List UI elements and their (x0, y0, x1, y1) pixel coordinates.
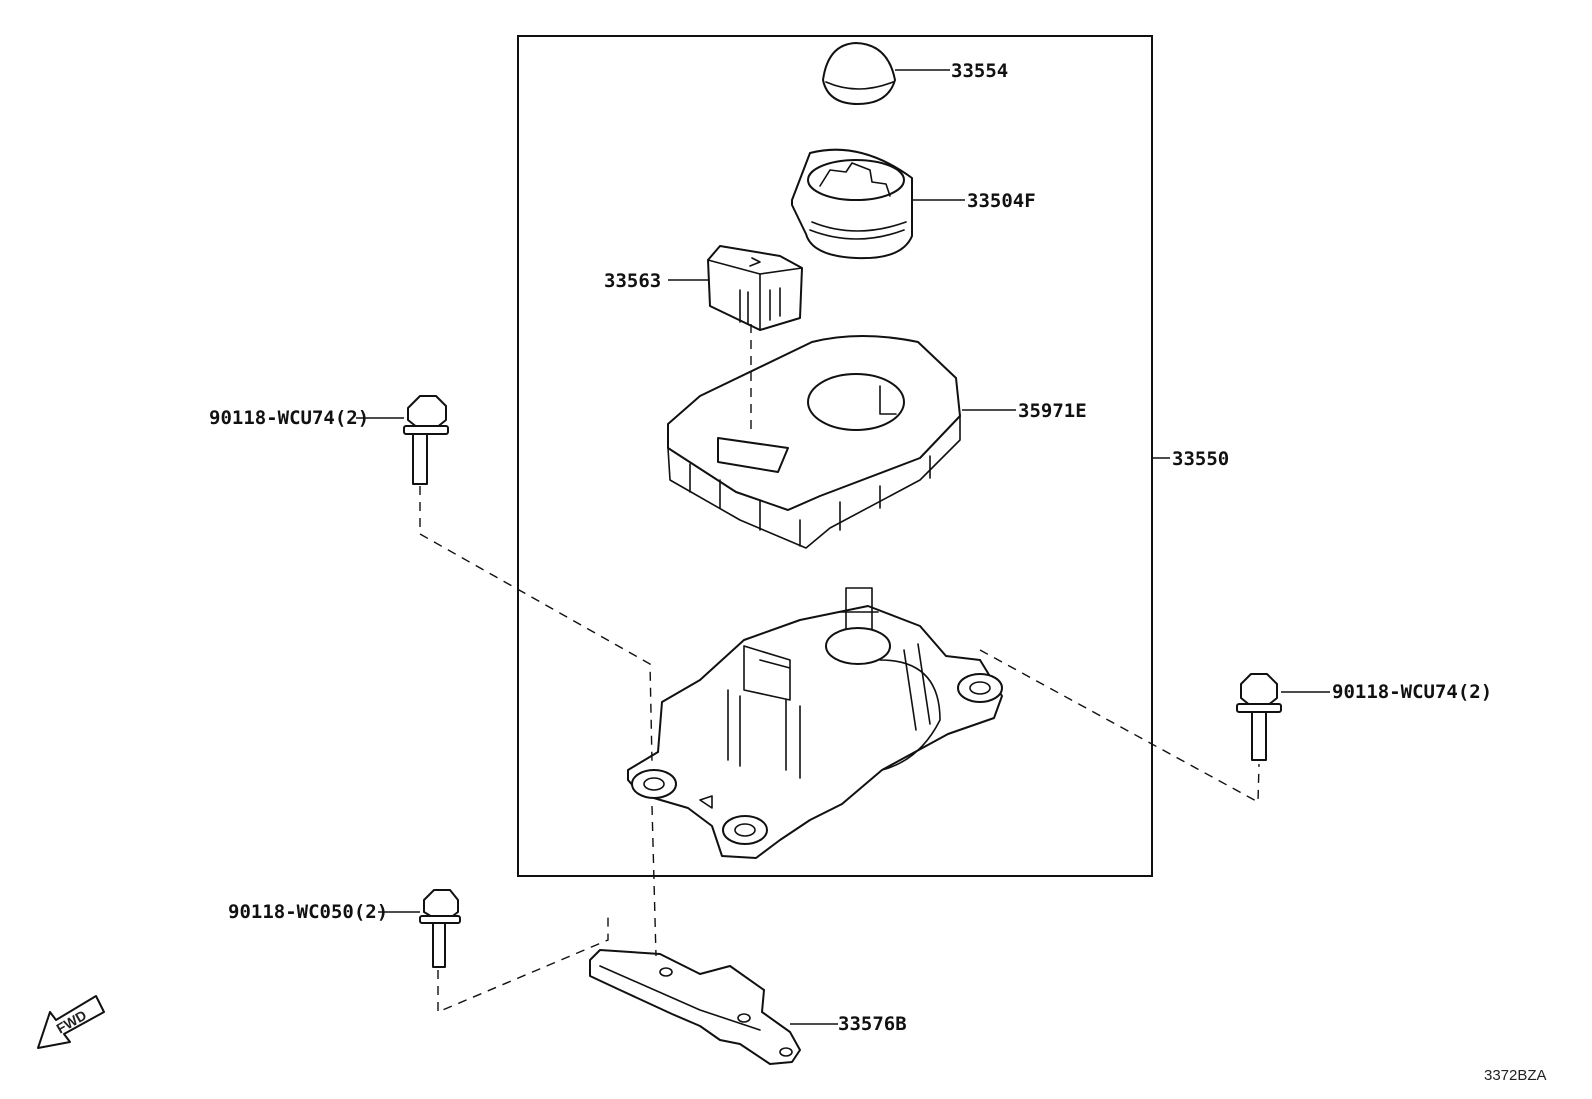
part-35971e-bezel[interactable] (667, 335, 961, 549)
assembly-frame-33550 (517, 35, 1153, 877)
label-33576b: 33576B (838, 1013, 907, 1035)
label-35971e: 35971E (1018, 400, 1087, 422)
label-bolt-right: 90118-WCU74(2) (1332, 681, 1492, 703)
fwd-arrow-icon: FWD (37, 995, 105, 1049)
diagram-code: 3372BZA (1484, 1067, 1547, 1084)
part-33576b-bracket[interactable] (589, 949, 801, 1065)
bolt-right[interactable] (1236, 673, 1282, 761)
installation-lines (419, 324, 1260, 1014)
bolt-upper-left[interactable] (403, 395, 449, 485)
part-33554-cap[interactable] (822, 42, 896, 105)
label-33504f: 33504F (967, 190, 1036, 212)
leader-lines (356, 69, 1330, 1025)
shift-base-assembly[interactable] (627, 587, 1003, 859)
label-bolt-lower-left: 90118-WC050(2) (228, 901, 388, 923)
label-bolt-upper-left: 90118-WCU74(2) (209, 407, 369, 429)
bolt-lower-left[interactable] (419, 889, 461, 968)
label-33550: 33550 (1172, 448, 1229, 470)
part-33504f-boot[interactable] (791, 148, 913, 260)
part-33563-connector[interactable] (707, 245, 803, 331)
label-33554: 33554 (951, 60, 1008, 82)
label-33563: 33563 (604, 270, 661, 292)
